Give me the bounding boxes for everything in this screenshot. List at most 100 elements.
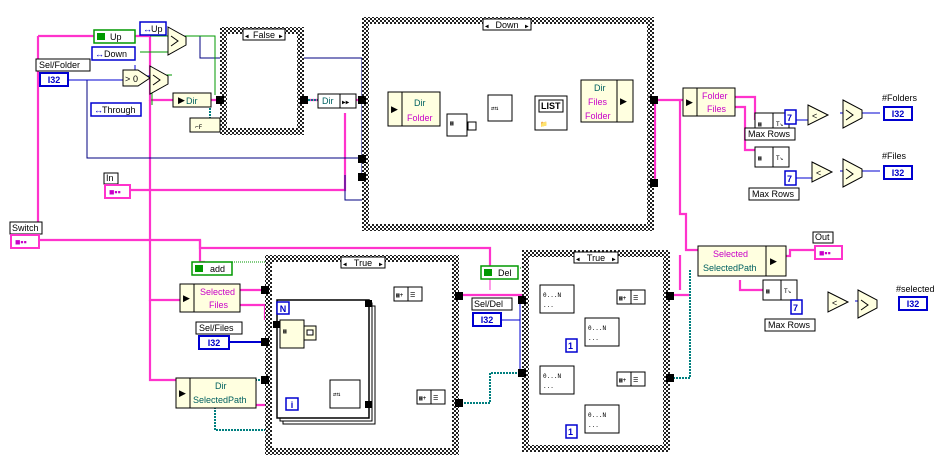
svg-text:◀: ◀: [485, 23, 489, 30]
less-than-node-3[interactable]: <: [827, 291, 850, 313]
files-count-label: #Files: [882, 151, 907, 161]
del-label: Del: [498, 268, 512, 278]
svg-text:■▪▪: ■▪▪: [109, 187, 121, 197]
out-label: Out: [815, 232, 830, 242]
dir-folder-unbundle[interactable]: ▶ Dir Folder: [387, 91, 441, 127]
seven-constant-1[interactable]: 7: [784, 109, 797, 125]
max-rows-label: Max Rows: [752, 189, 795, 199]
list-folder-node[interactable]: LIST 📁: [534, 95, 568, 131]
dir-unbundle-left[interactable]: ▶ Dir: [172, 92, 212, 108]
down-constant[interactable]: ↔ Down: [91, 46, 136, 61]
one-constant-2[interactable]: 1: [565, 424, 578, 439]
build-path-node-down[interactable]: ⇄⇅: [487, 94, 513, 122]
through-constant[interactable]: ↔ Through: [90, 102, 142, 117]
svg-text:☰: ☰: [410, 292, 415, 299]
svg-text:0...N: 0...N: [543, 292, 561, 299]
svg-text:▦: ▦: [758, 121, 762, 128]
array-insert-node-1[interactable]: ▦+ ☰: [393, 286, 423, 302]
select-node-3[interactable]: [842, 99, 863, 129]
svg-text:◀: ◀: [245, 33, 249, 40]
del-constant[interactable]: Del: [480, 265, 519, 280]
add-label: add: [210, 264, 225, 274]
max-rows-label-3: Max Rows: [764, 318, 816, 332]
svg-text:▦: ▦: [450, 120, 454, 127]
svg-text:▶: ▶: [178, 95, 185, 105]
sel-del-terminal[interactable]: Sel/Del I32: [471, 297, 513, 327]
case-selector-label: True: [354, 258, 372, 268]
seven-label: 7: [787, 174, 792, 184]
array-size-node-2[interactable]: ▦ T↘: [754, 146, 790, 168]
less-than-node-2[interactable]: <: [811, 161, 834, 183]
case-selector-label: False: [253, 30, 275, 40]
out-terminal: Out ■▪▪: [812, 231, 843, 260]
svg-text:T↘: T↘: [776, 155, 783, 162]
dir-bundle-mid[interactable]: Dir ▶▶: [317, 93, 357, 109]
folder-files-unbundle[interactable]: ▶ Folder Files: [682, 87, 736, 117]
folder-label: Folder: [702, 91, 728, 101]
build-path-node-loop[interactable]: ⇄⇅: [329, 379, 361, 409]
select-node-1[interactable]: [167, 26, 187, 56]
folders-indicator: #Folders I32: [882, 93, 918, 121]
selected-files-unbundle[interactable]: ▶ Selected Files: [179, 283, 241, 313]
selected-label: Selected: [200, 287, 235, 297]
svg-text:▦+: ▦+: [619, 295, 627, 302]
svg-text:>: >: [125, 74, 130, 84]
dir-files-folder-bundle[interactable]: Dir Files Folder ▶: [580, 79, 634, 123]
case-selector-label: True: [587, 253, 605, 263]
add-constant[interactable]: add: [191, 261, 233, 276]
svg-text:▶: ▶: [379, 261, 383, 268]
up-constant[interactable]: Up: [93, 29, 136, 44]
i32-type-label: I32: [892, 168, 905, 178]
sel-files-terminal[interactable]: Sel/Files I32: [195, 321, 243, 350]
max-rows-label-1: Max Rows: [744, 127, 796, 141]
case-structure-false[interactable]: False ◀▶: [220, 27, 304, 135]
svg-text:▦: ▦: [766, 288, 770, 295]
seven-label: 7: [793, 303, 798, 313]
array-concat-node-1[interactable]: ▦+ ☰: [616, 289, 646, 305]
svg-text:☰: ☰: [433, 395, 438, 402]
loop-iteration-terminal: i: [291, 400, 294, 410]
svg-text:↔: ↔: [95, 49, 104, 59]
svg-text:...: ...: [543, 302, 554, 309]
files-label: Files: [209, 300, 229, 310]
one-constant-1[interactable]: 1: [565, 338, 578, 353]
i32-type-label: I32: [481, 315, 494, 325]
svg-text:▶: ▶: [612, 256, 616, 263]
array-insert-node-2[interactable]: ▦+ ☰: [416, 389, 446, 405]
greater-than-zero-node[interactable]: > 0: [122, 69, 151, 87]
svg-text:⇄⇅: ⇄⇅: [491, 105, 499, 112]
svg-text:▶: ▶: [391, 104, 398, 114]
dir-selectedpath-unbundle[interactable]: ▶ Dir SelectedPath: [175, 377, 257, 409]
seven-constant-2[interactable]: 7: [784, 170, 797, 186]
array-concat-node-2[interactable]: ▦+ ☰: [616, 371, 646, 387]
svg-text:▶: ▶: [620, 96, 627, 106]
in-terminal[interactable]: In ■▪▪: [103, 172, 131, 199]
svg-text:▦+: ▦+: [619, 377, 627, 384]
build-path-node[interactable]: ⌐F: [189, 117, 221, 133]
select-node-4[interactable]: [842, 158, 863, 188]
svg-text:◀: ◀: [576, 256, 580, 263]
array-node-down[interactable]: ▦: [446, 113, 477, 137]
select-node-5[interactable]: [857, 289, 878, 319]
svg-text:...: ...: [588, 422, 599, 429]
select-node-2[interactable]: [149, 65, 169, 95]
one-label: 1: [568, 427, 573, 437]
seven-constant-3[interactable]: 7: [790, 299, 803, 315]
svg-text:<: <: [812, 111, 817, 121]
svg-text:0...N: 0...N: [588, 412, 606, 419]
index-array-node[interactable]: ▦: [279, 319, 317, 349]
array-subset-node-4[interactable]: 0...N ...: [584, 404, 620, 434]
array-subset-node-2[interactable]: 0...N ...: [584, 317, 620, 347]
switch-terminal[interactable]: Switch ■▪▪: [9, 221, 43, 249]
array-subset-node-1[interactable]: 0...N ...: [539, 284, 575, 314]
less-than-node-1[interactable]: <: [807, 104, 830, 126]
up-enum-constant[interactable]: ↔ Up: [139, 21, 167, 36]
svg-text:0...N: 0...N: [543, 373, 561, 380]
array-subset-node-3[interactable]: 0...N ...: [539, 365, 575, 395]
array-size-node-3[interactable]: ▦ T↘: [762, 279, 798, 301]
zero-label: 0: [133, 74, 138, 84]
svg-text:▶: ▶: [686, 97, 693, 107]
selected-selectedpath-bundle[interactable]: Selected SelectedPath ▶: [697, 245, 787, 277]
sel-folder-terminal[interactable]: Sel/Folder I32: [35, 58, 91, 87]
